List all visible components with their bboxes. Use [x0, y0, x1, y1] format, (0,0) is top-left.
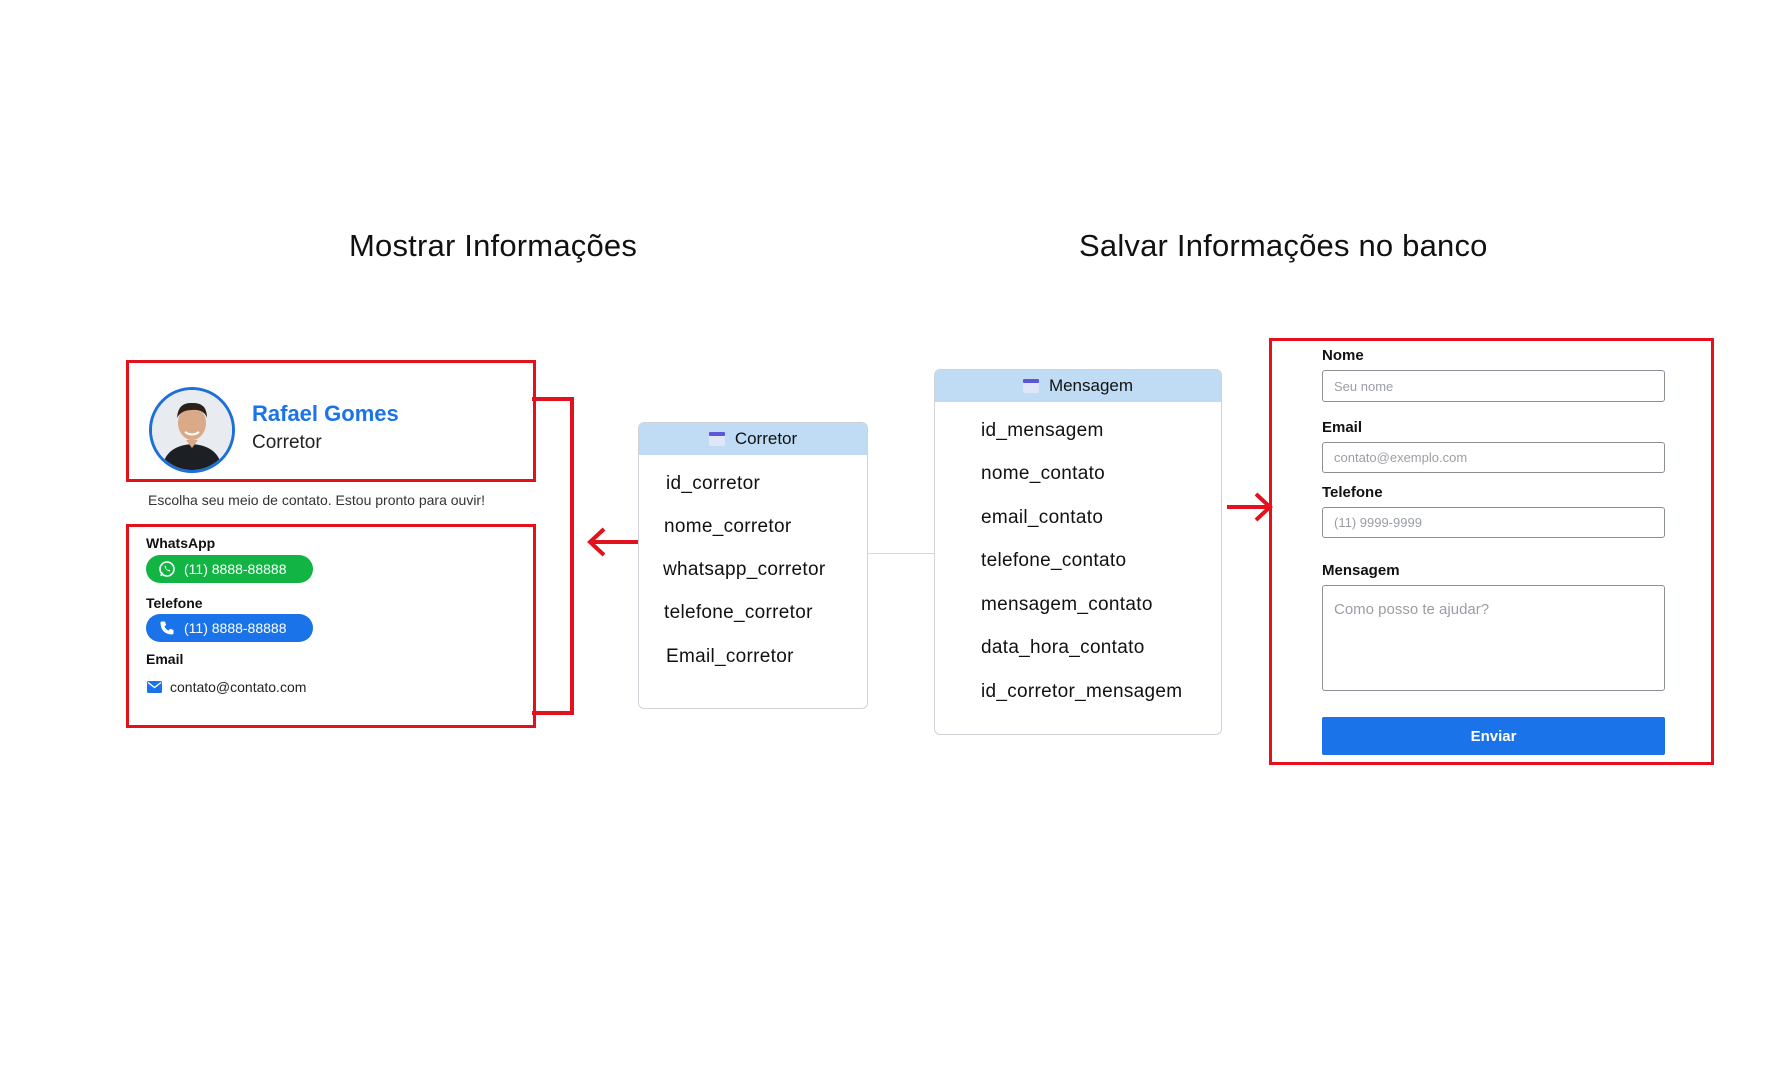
- field-whatsapp-corretor: whatsapp_corretor: [663, 559, 826, 580]
- heading-save-info: Salvar Informações no banco: [1079, 228, 1488, 263]
- submit-button[interactable]: Enviar: [1322, 717, 1665, 755]
- phone-number: (11) 8888-88888: [184, 620, 287, 636]
- message-textarea[interactable]: Como posso te ajudar?: [1322, 585, 1665, 691]
- table-corretor-header: Corretor: [639, 423, 867, 455]
- name-label: Nome: [1322, 347, 1364, 364]
- phone-label: Telefone: [146, 595, 203, 611]
- field-email-contato: email_contato: [981, 507, 1104, 528]
- whatsapp-icon: [158, 560, 176, 578]
- mail-icon: [147, 681, 162, 693]
- field-nome-contato: nome_contato: [981, 463, 1106, 484]
- whatsapp-label: WhatsApp: [146, 535, 216, 551]
- avatar: [149, 387, 235, 473]
- message-label: Mensagem: [1322, 562, 1400, 579]
- table-icon: [708, 432, 725, 446]
- table-mensagem-title: Mensagem: [1048, 376, 1134, 395]
- profile-name: Rafael Gomes: [252, 401, 399, 426]
- whatsapp-button[interactable]: (11) 8888-88888: [146, 555, 313, 583]
- field-id-corretor-mensagem: id_corretor_mensagem: [981, 681, 1183, 702]
- field-telefone-corretor: telefone_corretor: [664, 602, 813, 623]
- name-input[interactable]: Seu nome: [1322, 370, 1665, 402]
- phone-button[interactable]: (11) 8888-88888: [146, 614, 313, 642]
- table-corretor: Corretor id_corretor nome_corretor whats…: [638, 422, 868, 709]
- phone-icon: [158, 619, 176, 637]
- field-mensagem-contato: mensagem_contato: [981, 594, 1153, 615]
- email-link[interactable]: contato@contato.com: [147, 679, 306, 695]
- relationship-line: [868, 553, 934, 554]
- table-mensagem: Mensagem id_mensagem nome_contato email_…: [934, 369, 1222, 735]
- heading-show-info: Mostrar Informações: [349, 228, 638, 263]
- arrow-left-icon: [587, 527, 641, 557]
- red-bracket: [532, 397, 574, 715]
- contact-form-highlight: Nome Seu nome Email contato@exemplo.com …: [1269, 338, 1714, 765]
- profile-card-highlight: Rafael Gomes Corretor: [126, 360, 536, 482]
- phone-input[interactable]: (11) 9999-9999: [1322, 507, 1665, 538]
- field-id-mensagem: id_mensagem: [981, 420, 1104, 441]
- whatsapp-number: (11) 8888-88888: [184, 561, 287, 577]
- email-field-label: Email: [1322, 419, 1363, 436]
- email-label: Email: [146, 651, 184, 667]
- email-input[interactable]: contato@exemplo.com: [1322, 442, 1665, 473]
- email-address: contato@contato.com: [170, 679, 307, 695]
- field-id-corretor: id_corretor: [666, 473, 761, 494]
- arrow-right-icon: [1227, 492, 1273, 522]
- person-photo-icon: [152, 390, 232, 470]
- contacts-highlight: WhatsApp (11) 8888-88888 Telefone (11) 8…: [126, 524, 536, 728]
- table-corretor-title: Corretor: [734, 429, 798, 448]
- contact-intro-text: Escolha seu meio de contato. Estou pront…: [148, 492, 485, 508]
- field-data-hora-contato: data_hora_contato: [981, 637, 1145, 658]
- field-telefone-contato: telefone_contato: [981, 550, 1127, 571]
- field-nome-corretor: nome_corretor: [664, 516, 792, 537]
- profile-role: Corretor: [252, 432, 322, 453]
- field-email-corretor: Email_corretor: [666, 646, 794, 667]
- table-icon: [1022, 379, 1039, 393]
- table-mensagem-header: Mensagem: [935, 370, 1221, 402]
- phone-field-label: Telefone: [1322, 484, 1383, 501]
